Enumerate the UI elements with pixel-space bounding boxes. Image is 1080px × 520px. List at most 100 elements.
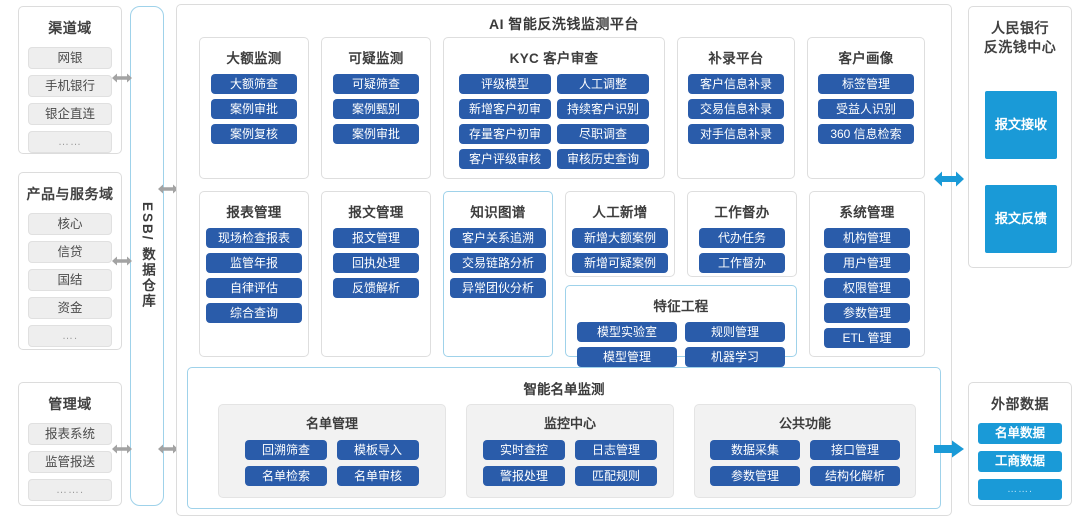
chip-item[interactable]: 网银 xyxy=(28,47,112,69)
card-title: 报文管理 xyxy=(348,205,404,220)
action-button[interactable]: 人工调整 xyxy=(557,74,649,94)
action-button[interactable]: 客户关系追溯 xyxy=(450,228,546,248)
action-button[interactable]: 案例审批 xyxy=(333,124,419,144)
action-button[interactable]: 受益人识别 xyxy=(818,99,914,119)
action-button[interactable]: 接口管理 xyxy=(810,440,900,460)
action-button[interactable]: 结构化解析 xyxy=(810,466,900,486)
intelligent-namelist-monitoring-container: 智能名单监测 名单管理 回溯筛查 模板导入 名单检索 名单审核 监控中心 实时查… xyxy=(187,367,941,509)
action-button[interactable]: 报文管理 xyxy=(333,228,419,248)
action-button[interactable]: 用户管理 xyxy=(824,253,910,273)
action-button[interactable]: 案例审批 xyxy=(211,99,297,119)
card-title: 工作督办 xyxy=(714,205,770,220)
card-monitoring-center: 监控中心 实时查控 日志管理 警报处理 匹配规则 xyxy=(466,404,674,498)
action-button[interactable]: 参数管理 xyxy=(824,303,910,323)
arrow-esb-to-platform-lower xyxy=(158,443,178,455)
action-button[interactable]: 规则管理 xyxy=(685,322,785,342)
action-button[interactable]: 监管年报 xyxy=(206,253,302,273)
action-button[interactable]: 反馈解析 xyxy=(333,278,419,298)
action-button[interactable]: 机器学习 xyxy=(685,347,785,367)
domain-title: 管理域 xyxy=(48,396,92,412)
action-button[interactable]: 交易链路分析 xyxy=(450,253,546,273)
chip-item-more[interactable]: ……. xyxy=(28,479,112,501)
card-message-management: 报文管理 报文管理 回执处理 反馈解析 xyxy=(321,191,431,357)
action-button[interactable]: 机构管理 xyxy=(824,228,910,248)
action-button[interactable]: 异常团伙分析 xyxy=(450,278,546,298)
action-button[interactable]: 审核历史查询 xyxy=(557,149,649,169)
message-feedback-block[interactable]: 报文反馈 xyxy=(985,185,1057,253)
action-button[interactable]: 大额筛查 xyxy=(211,74,297,94)
action-button[interactable]: 匹配规则 xyxy=(575,466,657,486)
external-data-item[interactable]: 名单数据 xyxy=(978,423,1062,444)
box-title-line1: 人民银行 xyxy=(991,20,1049,36)
action-button[interactable]: 360 信息检索 xyxy=(818,124,914,144)
chip-item[interactable]: 报表系统 xyxy=(28,423,112,445)
box-external-data: 外部数据 名单数据 工商数据 ……. xyxy=(968,382,1072,506)
button-group: 客户信息补录 交易信息补录 对手信息补录 xyxy=(678,74,794,144)
action-button[interactable]: 交易信息补录 xyxy=(688,99,784,119)
action-button[interactable]: 实时查控 xyxy=(483,440,565,460)
action-button[interactable]: 名单检索 xyxy=(245,466,327,486)
button-group: 模型实验室 规则管理 模型管理 机器学习 xyxy=(566,322,796,367)
action-button[interactable]: 存量客户初审 xyxy=(459,124,551,144)
box-title-line2: 反洗钱中心 xyxy=(983,39,1057,55)
button-group: 标签管理 受益人识别 360 信息检索 xyxy=(808,74,924,144)
chip-item[interactable]: 核心 xyxy=(28,213,112,235)
action-button[interactable]: 客户评级审核 xyxy=(459,149,551,169)
arrow-management-to-esb xyxy=(112,443,132,455)
chip-item[interactable]: 资金 xyxy=(28,297,112,319)
action-button[interactable]: 模型管理 xyxy=(577,347,677,367)
action-button[interactable]: 评级模型 xyxy=(459,74,551,94)
action-button[interactable]: 案例复核 xyxy=(211,124,297,144)
message-receive-block[interactable]: 报文接收 xyxy=(985,91,1057,159)
action-button[interactable]: ETL 管理 xyxy=(824,328,910,348)
action-button[interactable]: 对手信息补录 xyxy=(688,124,784,144)
button-group: 评级模型 人工调整 新增客户初审 持续客户识别 存量客户初审 尽职调查 客户评级… xyxy=(444,74,664,169)
button-group: 代办任务 工作督办 xyxy=(688,228,796,273)
action-button[interactable]: 客户信息补录 xyxy=(688,74,784,94)
action-button[interactable]: 现场检查报表 xyxy=(206,228,302,248)
action-button[interactable]: 案例甄别 xyxy=(333,99,419,119)
chip-item[interactable]: 信贷 xyxy=(28,241,112,263)
box-title: 人民银行 反洗钱中心 xyxy=(969,19,1071,57)
action-button[interactable]: 警报处理 xyxy=(483,466,565,486)
chip-item[interactable]: 银企直连 xyxy=(28,103,112,125)
card-supplementary-platform: 补录平台 客户信息补录 交易信息补录 对手信息补录 xyxy=(677,37,795,179)
action-button[interactable]: 新增可疑案例 xyxy=(572,253,668,273)
card-knowledge-graph: 知识图谱 客户关系追溯 交易链路分析 异常团伙分析 xyxy=(443,191,553,357)
action-button[interactable]: 综合查询 xyxy=(206,303,302,323)
chip-item-more[interactable]: …… xyxy=(28,131,112,153)
card-public-functions: 公共功能 数据采集 接口管理 参数管理 结构化解析 xyxy=(694,404,916,498)
action-button[interactable]: 权限管理 xyxy=(824,278,910,298)
chip-item-more[interactable]: …. xyxy=(28,325,112,347)
action-button[interactable]: 新增大额案例 xyxy=(572,228,668,248)
action-button[interactable]: 新增客户初审 xyxy=(459,99,551,119)
external-data-item-more[interactable]: ……. xyxy=(978,479,1062,500)
action-button[interactable]: 代办任务 xyxy=(699,228,785,248)
action-button[interactable]: 可疑筛查 xyxy=(333,74,419,94)
button-group: 回溯筛查 模板导入 名单检索 名单审核 xyxy=(219,440,445,486)
action-button[interactable]: 名单审核 xyxy=(337,466,419,486)
card-title: 名单管理 xyxy=(305,416,358,431)
action-button[interactable]: 回执处理 xyxy=(333,253,419,273)
action-button[interactable]: 数据采集 xyxy=(710,440,800,460)
action-button[interactable]: 持续客户识别 xyxy=(557,99,649,119)
external-data-item[interactable]: 工商数据 xyxy=(978,451,1062,472)
card-title: 人工新增 xyxy=(592,205,648,220)
action-button[interactable]: 尽职调查 xyxy=(557,124,649,144)
chip-item[interactable]: 手机银行 xyxy=(28,75,112,97)
button-group: 实时查控 日志管理 警报处理 匹配规则 xyxy=(467,440,673,486)
card-title: 知识图谱 xyxy=(470,205,526,220)
chip-item[interactable]: 监管报送 xyxy=(28,451,112,473)
arrow-external-data-to-platform xyxy=(934,440,964,458)
action-button[interactable]: 模板导入 xyxy=(337,440,419,460)
action-button[interactable]: 日志管理 xyxy=(575,440,657,460)
chip-item[interactable]: 国结 xyxy=(28,269,112,291)
action-button[interactable]: 工作督办 xyxy=(699,253,785,273)
action-button[interactable]: 参数管理 xyxy=(710,466,800,486)
button-group: 大额筛查 案例审批 案例复核 xyxy=(200,74,308,144)
action-button[interactable]: 自律评估 xyxy=(206,278,302,298)
box-title: 外部数据 xyxy=(991,396,1049,412)
action-button[interactable]: 标签管理 xyxy=(818,74,914,94)
action-button[interactable]: 模型实验室 xyxy=(577,322,677,342)
action-button[interactable]: 回溯筛查 xyxy=(245,440,327,460)
